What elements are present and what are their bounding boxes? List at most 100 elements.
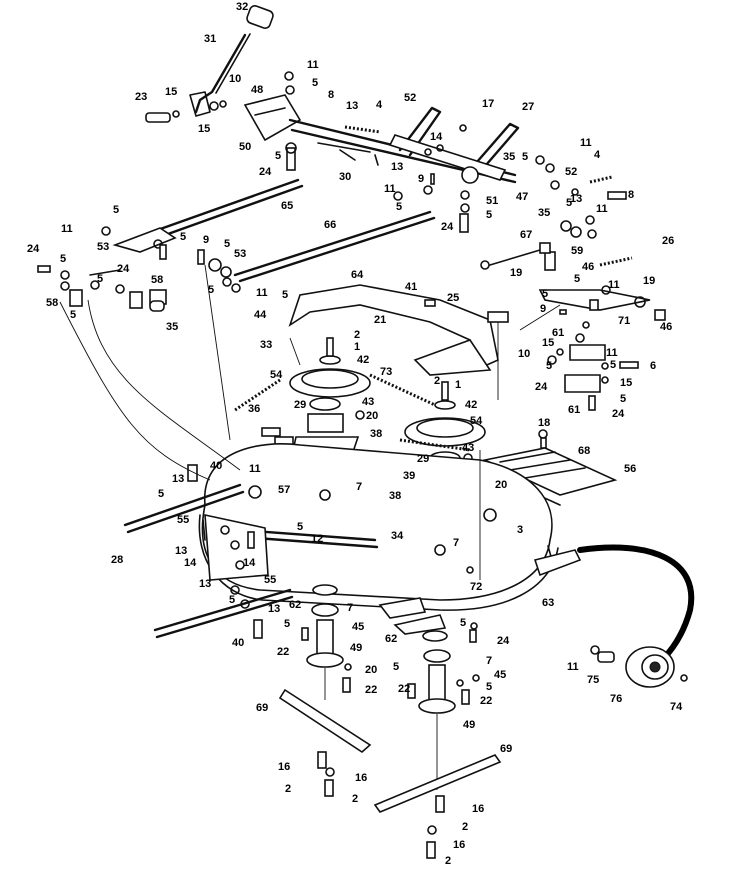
callout-4: 4 xyxy=(376,99,383,111)
callout-13: 13 xyxy=(268,603,280,615)
callout-5: 5 xyxy=(546,360,552,372)
callout-38: 38 xyxy=(389,490,401,502)
callout-11: 11 xyxy=(567,661,579,673)
callout-69: 69 xyxy=(500,743,512,755)
callout-19: 19 xyxy=(643,275,655,287)
callout-8: 8 xyxy=(628,189,634,201)
callout-45: 45 xyxy=(352,621,364,633)
callout-14: 14 xyxy=(184,557,197,569)
callout-41: 41 xyxy=(405,281,417,293)
callout-7: 7 xyxy=(347,602,353,614)
callout-8: 8 xyxy=(328,89,334,101)
callout-15: 15 xyxy=(542,337,554,349)
callout-11: 11 xyxy=(608,279,620,291)
callout-27: 27 xyxy=(522,101,534,113)
callout-7: 7 xyxy=(356,481,362,493)
callout-11: 11 xyxy=(61,223,73,235)
callout-13: 13 xyxy=(346,100,358,112)
callout-17: 17 xyxy=(482,98,494,110)
callout-15: 15 xyxy=(198,123,210,135)
callout-68: 68 xyxy=(578,445,590,457)
callout-19: 19 xyxy=(510,267,522,279)
callout-63: 63 xyxy=(542,597,554,609)
callout-2: 2 xyxy=(352,793,358,805)
callout-5: 5 xyxy=(60,253,66,265)
callout-13: 13 xyxy=(172,473,184,485)
left-blade-assembly xyxy=(278,584,372,797)
callout-38: 38 xyxy=(370,428,382,440)
callout-35: 35 xyxy=(538,207,550,219)
callout-11: 11 xyxy=(580,137,592,149)
callout-5: 5 xyxy=(486,209,492,221)
callout-32: 32 xyxy=(236,1,248,13)
lift-arm xyxy=(288,284,509,376)
callout-9: 9 xyxy=(203,234,209,246)
callout-21: 21 xyxy=(374,314,386,326)
callout-11: 11 xyxy=(256,287,268,299)
callout-18: 18 xyxy=(538,417,550,429)
right-blade-assembly xyxy=(373,622,502,859)
callout-14: 14 xyxy=(243,557,256,569)
callout-72: 72 xyxy=(470,581,482,593)
callout-49: 49 xyxy=(350,642,362,654)
callout-24: 24 xyxy=(117,263,130,275)
callout-24: 24 xyxy=(497,635,510,647)
callout-29: 29 xyxy=(417,453,429,465)
mower-deck xyxy=(198,443,582,635)
callout-16: 16 xyxy=(278,761,290,773)
callout-57: 57 xyxy=(278,484,290,496)
callout-5: 5 xyxy=(522,151,528,163)
callout-39: 39 xyxy=(403,470,415,482)
callout-62: 62 xyxy=(385,633,397,645)
callout-42: 42 xyxy=(357,354,369,366)
callout-1: 1 xyxy=(455,379,461,391)
callout-69: 69 xyxy=(256,702,268,714)
callout-22: 22 xyxy=(480,695,492,707)
callout-51: 51 xyxy=(486,195,498,207)
callout-5: 5 xyxy=(208,284,214,296)
callout-5: 5 xyxy=(610,359,616,371)
lift-handle-assembly xyxy=(145,5,295,123)
callout-24: 24 xyxy=(259,166,272,178)
callout-28: 28 xyxy=(111,554,123,566)
callout-43: 43 xyxy=(362,396,374,408)
callout-48: 48 xyxy=(251,84,263,96)
callout-54: 54 xyxy=(270,369,283,381)
callout-16: 16 xyxy=(472,803,484,815)
callout-2: 2 xyxy=(285,783,291,795)
callout-24: 24 xyxy=(535,381,548,393)
callout-71: 71 xyxy=(618,315,630,327)
callout-22: 22 xyxy=(277,646,289,658)
callout-5: 5 xyxy=(393,661,399,673)
callout-65: 65 xyxy=(281,200,293,212)
callout-6: 6 xyxy=(650,360,656,372)
callout-11: 11 xyxy=(384,183,396,195)
callout-23: 23 xyxy=(135,91,147,103)
callout-2: 2 xyxy=(434,375,440,387)
callout-45: 45 xyxy=(494,669,506,681)
callout-5: 5 xyxy=(297,521,303,533)
callout-40: 40 xyxy=(210,460,222,472)
callout-5: 5 xyxy=(574,273,580,285)
callout-5: 5 xyxy=(229,594,235,606)
callout-20: 20 xyxy=(495,479,507,491)
callout-5: 5 xyxy=(312,77,318,89)
callout-16: 16 xyxy=(453,839,465,851)
callout-35: 35 xyxy=(503,151,515,163)
callout-11: 11 xyxy=(596,203,608,215)
callout-5: 5 xyxy=(542,288,548,300)
callout-5: 5 xyxy=(486,681,492,693)
callout-33: 33 xyxy=(260,339,272,351)
callout-5: 5 xyxy=(620,393,626,405)
callout-22: 22 xyxy=(398,683,410,695)
callout-2: 2 xyxy=(462,821,468,833)
callout-26: 26 xyxy=(662,235,674,247)
callout-75: 75 xyxy=(587,674,599,686)
leader-lines xyxy=(59,264,561,580)
callout-29: 29 xyxy=(294,399,306,411)
callout-58: 58 xyxy=(46,297,58,309)
callout-5: 5 xyxy=(566,197,572,209)
callout-2: 2 xyxy=(354,329,360,341)
callout-20: 20 xyxy=(365,664,377,676)
callout-5: 5 xyxy=(282,289,288,301)
